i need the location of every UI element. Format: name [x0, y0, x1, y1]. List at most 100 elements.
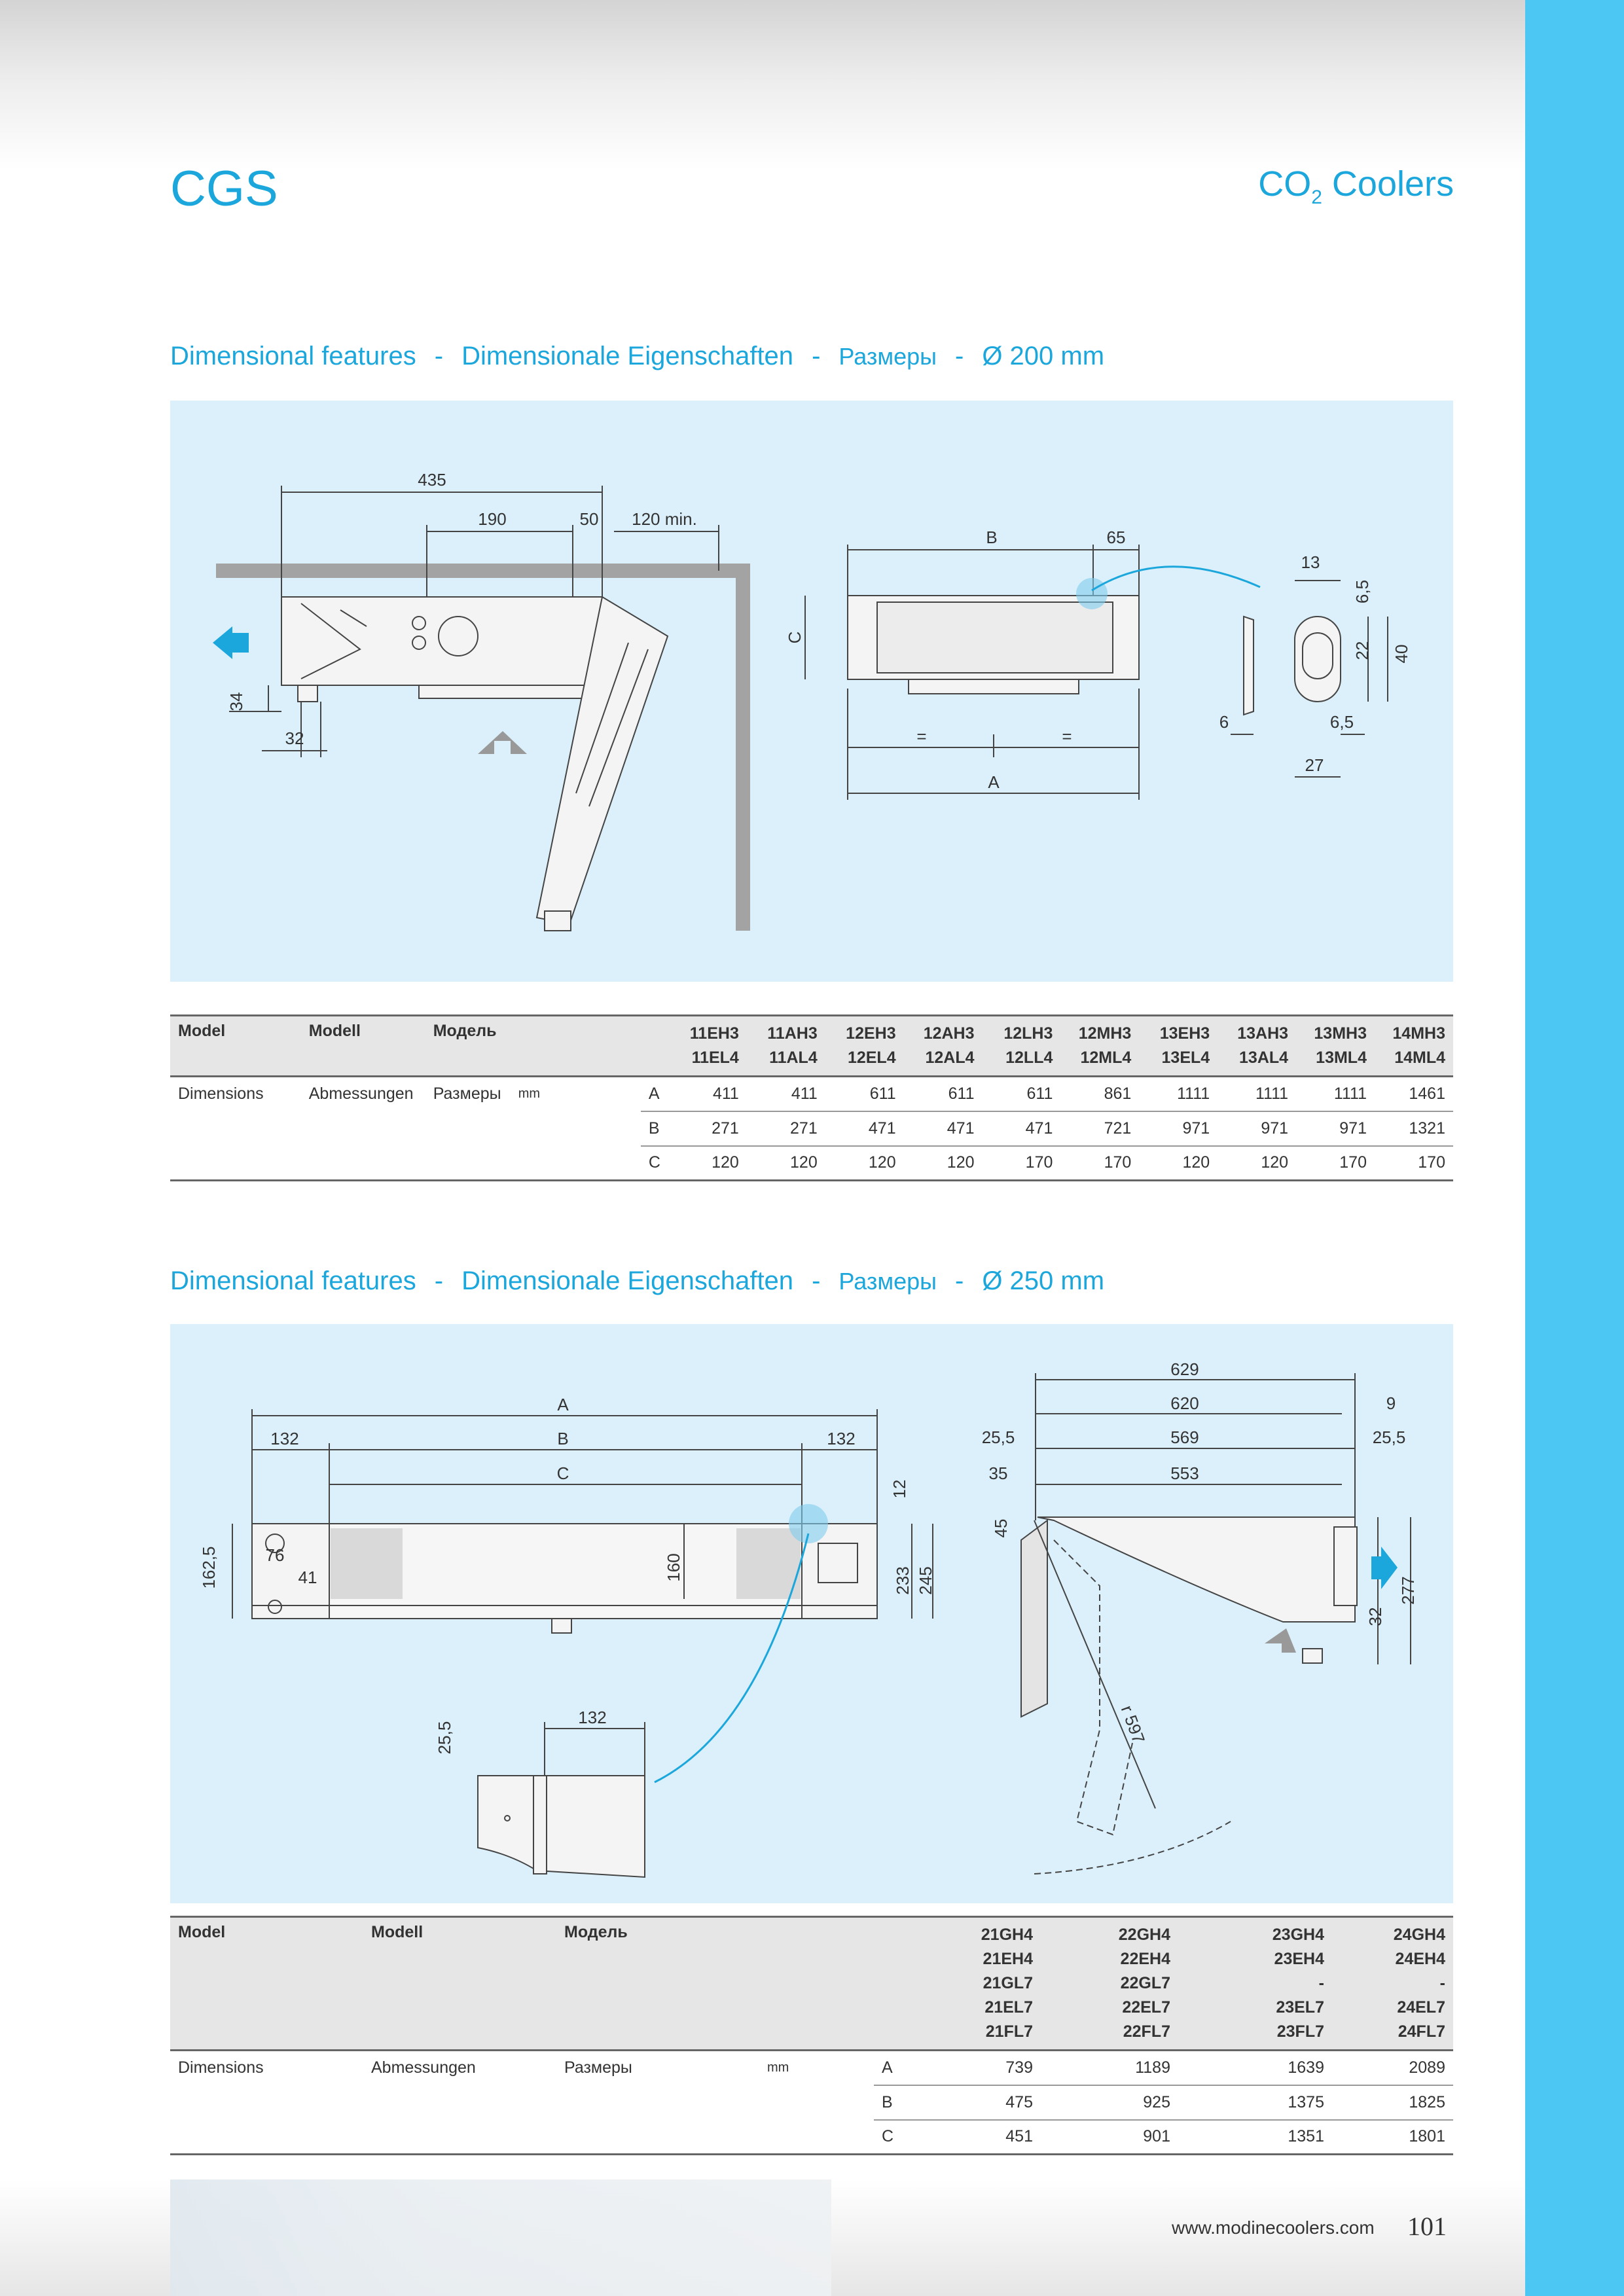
row-label-ru: Размеры [425, 1075, 511, 1111]
dim-label: 620 [1170, 1393, 1199, 1413]
dim-label: 120 min. [632, 509, 697, 529]
dim-label: C [557, 1463, 569, 1483]
dim-label: 9 [1386, 1393, 1396, 1413]
header-gradient [0, 0, 1525, 170]
table-cell: 971 [1139, 1110, 1218, 1146]
table-cell: 1189 [1041, 2049, 1178, 2085]
table-cell: 925 [1041, 2084, 1178, 2120]
title-en: Dimensional features [170, 1266, 416, 1295]
dim-label: r 597 [1117, 1703, 1149, 1746]
dim-label: 190 [478, 509, 506, 529]
table-row: Dimensions Abmessungen Размеры mm A 739 … [170, 2049, 1453, 2085]
dim-label: 13 [1301, 552, 1320, 572]
title-de: Dimensionale Eigenschaften [461, 1266, 794, 1295]
page-number: 101 [1407, 2212, 1447, 2241]
drawing-panel-200: 435 190 50 120 min. 34 32 B 65 C = = A 1… [170, 401, 1453, 982]
table-cell: 611 [825, 1075, 904, 1111]
table-cell: 120 [746, 1145, 825, 1181]
title-separator: - [812, 1266, 821, 1295]
dim-label: 50 [580, 509, 599, 529]
category-subscript: 2 [1311, 186, 1322, 208]
dim-label: A [557, 1395, 569, 1414]
table-row: C 120 120 120 120 170 170 120 120 170 17… [170, 1145, 1453, 1181]
dim-label: B [557, 1429, 568, 1448]
table-cell: 170 [1374, 1145, 1453, 1181]
product-title: CGS [170, 161, 278, 217]
dim-label: 132 [827, 1429, 855, 1448]
technical-drawing-200: 435 190 50 120 min. 34 32 B 65 C = = A 1… [213, 470, 1411, 931]
dim-label: 435 [418, 470, 446, 490]
table-cell: 411 [746, 1075, 825, 1111]
dim-label: 162,5 [199, 1546, 219, 1588]
table-cell: 1375 [1178, 2084, 1332, 2120]
dim-label: 553 [1170, 1463, 1199, 1483]
table-cell: 120 [903, 1145, 983, 1181]
table-cell: 471 [982, 1110, 1061, 1146]
section-title-200: Dimensional features-Dimensionale Eigens… [170, 342, 1104, 371]
footer-url-link[interactable]: www.modinecoolers.com [1172, 2217, 1375, 2238]
table-cell: 451 [910, 2119, 1041, 2155]
table-cell: 1351 [1178, 2119, 1332, 2155]
title-en: Dimensional features [170, 342, 416, 370]
table-cell: 739 [910, 2049, 1041, 2085]
table-cell: 1321 [1374, 1110, 1453, 1146]
row-key: B [640, 1110, 668, 1146]
dim-label: C [785, 632, 804, 644]
row-label-en: Dimensions [170, 2049, 363, 2085]
row-unit: mm [510, 1075, 641, 1111]
row-label-de: Abmessungen [300, 1075, 425, 1111]
dim-label: 6,5 [1352, 580, 1372, 603]
side-color-band [1525, 0, 1624, 2296]
title-ru: Размеры [839, 343, 937, 370]
dim-label: 160 [664, 1553, 683, 1581]
section-title-250: Dimensional features -Dimensionale Eigens… [170, 1266, 1104, 1296]
title-size: Ø 200 mm [982, 342, 1105, 370]
dim-label: 22 [1352, 641, 1372, 660]
table-cell: 271 [668, 1110, 747, 1146]
dim-label: 25,5 [982, 1427, 1015, 1447]
row-label-en: Dimensions [170, 1075, 301, 1111]
title-size: Ø 250 mm [982, 1266, 1105, 1295]
category-title: CO2 Coolers [1127, 164, 1454, 209]
dim-label: 40 [1392, 645, 1411, 664]
row-label-ru: Размеры [556, 2049, 759, 2085]
dim-label: 277 [1398, 1576, 1418, 1604]
table-row: B 271 271 471 471 471 721 971 971 971 13… [170, 1110, 1453, 1146]
drawing-panel-250: A 132 B 132 C 12 162,5 76 41 160 233 245… [170, 1324, 1453, 1903]
table-row: B 475 925 1375 1825 [170, 2084, 1453, 2120]
table-cell: 861 [1060, 1075, 1140, 1111]
table-cell: 1639 [1178, 2049, 1332, 2085]
row-key: A [874, 2049, 910, 2085]
table-cell: 120 [1139, 1145, 1218, 1181]
dim-label: 41 [298, 1568, 317, 1587]
table-cell: 1801 [1332, 2119, 1453, 2155]
table-cell: 721 [1060, 1110, 1140, 1146]
title-separator: - [434, 342, 444, 370]
dim-label: 12 [890, 1480, 909, 1499]
dim-label: 6 [1219, 712, 1229, 732]
row-unit: mm [759, 2049, 874, 2085]
dim-label: 569 [1170, 1427, 1199, 1447]
table-cell: 1111 [1296, 1075, 1375, 1111]
table-cell: 120 [668, 1145, 747, 1181]
table-row: Dimensions Abmessungen Размеры mm A 411 … [170, 1075, 1453, 1111]
dim-label: A [988, 772, 1000, 792]
title-separator: - [955, 342, 964, 370]
table-cell: 120 [1218, 1145, 1297, 1181]
table-cell: 170 [1296, 1145, 1375, 1181]
table-cell: 120 [825, 1145, 904, 1181]
row-label-de: Abmessungen [363, 2049, 556, 2085]
table-cell: 1111 [1218, 1075, 1297, 1111]
